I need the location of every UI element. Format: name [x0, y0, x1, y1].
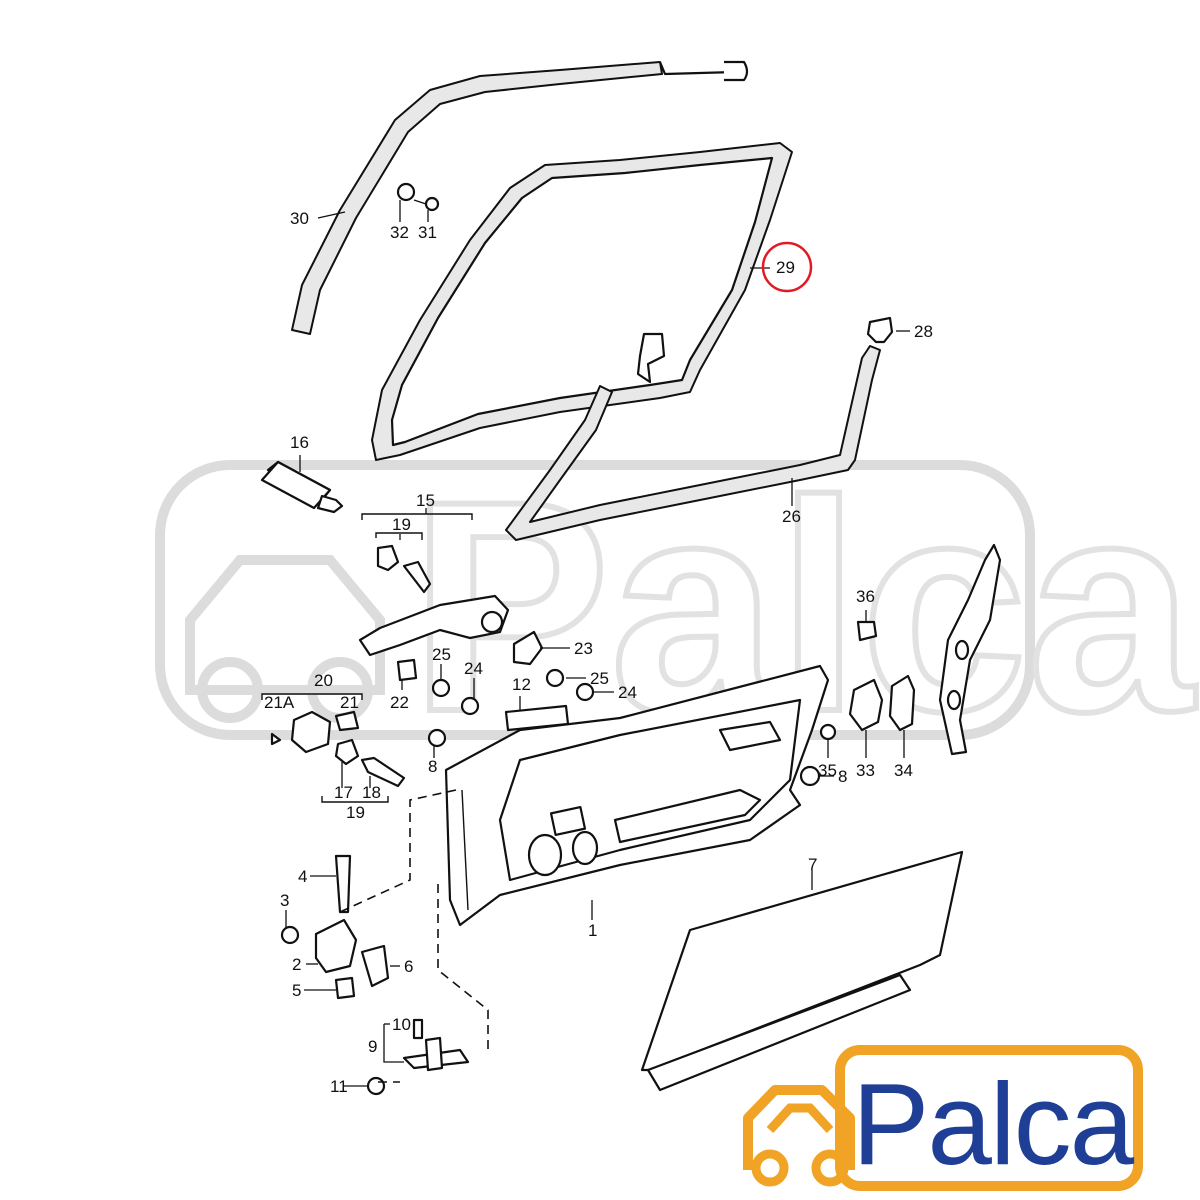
part-3-bolt [280, 925, 300, 945]
palca-logo: Palca [743, 1045, 1143, 1191]
callout-24-upper: 24 [464, 659, 483, 678]
part-1-door-shell [444, 664, 830, 927]
callout-10: 10 [392, 1015, 411, 1034]
callout-33: 33 [856, 761, 875, 780]
callout-25-lower: 25 [590, 669, 609, 688]
callout-30: 30 [290, 209, 309, 228]
part-32-nut [396, 182, 416, 202]
part-8-plug-b [799, 765, 821, 787]
callout-12: 12 [512, 675, 531, 694]
callout-23: 23 [574, 639, 593, 658]
part-25-nut-a [431, 678, 451, 698]
part-2-hinge [314, 918, 358, 974]
callout-21: 21 [340, 693, 359, 712]
part-b-pillar-trim [938, 543, 1002, 756]
part-34-plate [888, 674, 916, 732]
logo-text: Palca [852, 1059, 1135, 1189]
bracket-20 [261, 693, 363, 700]
callout-19-top: 19 [392, 515, 411, 534]
part-33-striker [848, 678, 884, 732]
callout-9: 9 [368, 1037, 377, 1056]
part-21a-lock-cylinder [270, 710, 332, 754]
callout-17: 17 [334, 783, 353, 802]
part-36-bolt [856, 620, 878, 642]
bracket-19-lower [321, 796, 389, 803]
callout-15: 15 [416, 491, 435, 510]
part-21-key-insert [334, 710, 360, 732]
part-8-plug-a [427, 728, 447, 748]
callout-21a: 21A [264, 693, 295, 712]
callout-31: 31 [418, 223, 437, 242]
part-15-door-handle [358, 513, 544, 666]
callout-22: 22 [390, 693, 409, 712]
highlight-ring-29 [761, 241, 813, 293]
part-9-check-strap [402, 1036, 470, 1072]
callout-25-upper: 25 [432, 645, 451, 664]
callout-2: 2 [292, 955, 301, 974]
part-18-key [360, 756, 406, 788]
callout-3: 3 [280, 891, 289, 910]
part-31-screw [413, 196, 440, 212]
callout-35: 35 [818, 761, 837, 780]
part-28-clip [866, 316, 894, 344]
callout-1: 1 [588, 921, 597, 940]
callout-26: 26 [782, 507, 801, 526]
assembly-dashed-lines [339, 789, 489, 1083]
part-11-nut [366, 1076, 386, 1096]
callout-6: 6 [404, 957, 413, 976]
callout-36: 36 [856, 587, 875, 606]
part-26-door-seal [505, 345, 881, 541]
callout-labels: 1 2 3 4 5 6 7 8 8 9 10 11 12 15 16 17 18… [264, 209, 933, 1096]
callout-8-right: 8 [838, 767, 847, 786]
callout-11: 11 [330, 1077, 348, 1096]
part-25-nut-b [545, 668, 565, 688]
callout-8-left: 8 [428, 757, 437, 776]
part-6-hinge-plate [360, 944, 390, 988]
part-4-pin [334, 854, 352, 914]
callout-7: 7 [808, 855, 817, 874]
callout-32: 32 [390, 223, 409, 242]
part-16-sealant-tube [260, 460, 344, 514]
part-24-nut-a [460, 696, 480, 716]
part-29-window-seal [371, 142, 793, 461]
part-17-key-blank [334, 738, 360, 766]
callout-20: 20 [314, 671, 333, 690]
callout-18: 18 [362, 783, 381, 802]
part-10-pin [412, 1018, 424, 1040]
callout-24-lower: 24 [618, 683, 637, 702]
callout-28: 28 [914, 322, 933, 341]
callout-29: 29 [776, 258, 795, 277]
part-22-clip [396, 658, 418, 682]
part-5-bush [334, 976, 356, 1000]
callout-16: 16 [290, 433, 309, 452]
callout-5: 5 [292, 981, 301, 1000]
part-35-screw [819, 723, 837, 741]
part-24-nut-b [575, 682, 595, 702]
callout-34: 34 [894, 761, 913, 780]
part-7-door-trim-panel [640, 850, 964, 1092]
part-30-roof-seal [291, 60, 749, 335]
watermark-car-icon [185, 555, 385, 723]
callout-19-bottom: 19 [346, 803, 365, 822]
callout-leaders [285, 200, 910, 1087]
callout-4: 4 [298, 867, 307, 886]
